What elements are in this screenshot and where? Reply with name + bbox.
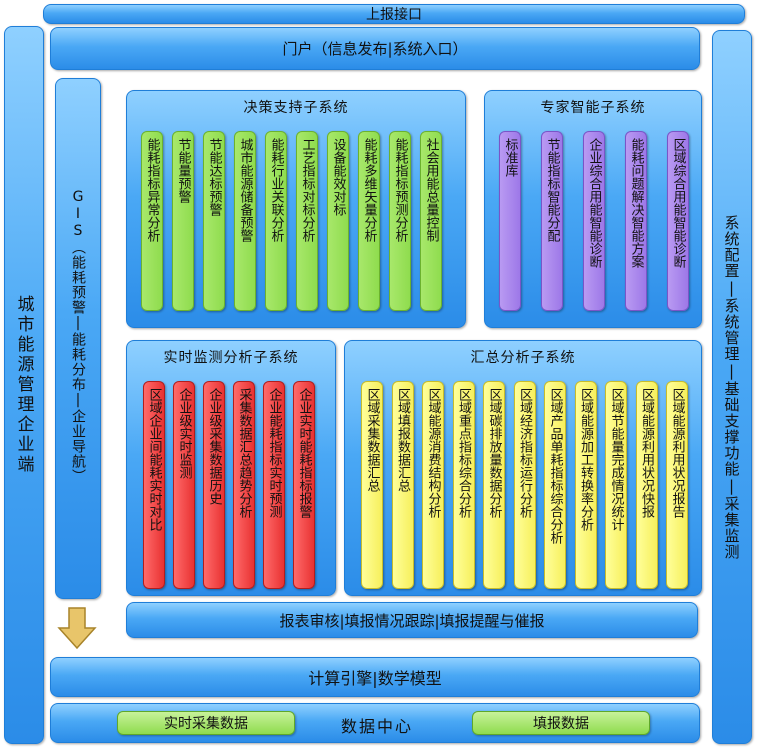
data-center-bar: 实时采集数据 数据中心 填报数据 — [50, 703, 700, 743]
expert-system-panel: 专家智能子系统 标准库 节能指标智能分配 企业综合用能智能诊断 能耗问题解决智能方案 区… — [484, 90, 702, 328]
decision-item[interactable]: 能耗指标预测分析 — [389, 131, 411, 311]
realtime-data-button[interactable]: 实时采集数据 — [117, 711, 295, 735]
upload-interface-bar[interactable]: 上报接口 — [43, 4, 745, 24]
summary-item[interactable]: 区域碳排放量数据分析 — [483, 381, 505, 589]
summary-item[interactable]: 区域节能量完成情况统计 — [605, 381, 627, 589]
summary-item-label: 区域能源利用状况报告 — [669, 388, 685, 518]
expert-item-label: 能耗问题解决智能方案 — [628, 138, 644, 268]
decision-item-label: 设备能效对标 — [330, 138, 346, 216]
decision-item-label: 能耗行业关联分析 — [268, 138, 284, 242]
fill-data-button[interactable]: 填报数据 — [472, 711, 650, 735]
decision-item-label: 工艺指标对标分析 — [299, 138, 315, 242]
compute-engine-bar[interactable]: 计算引擎|数学模型 — [50, 657, 700, 697]
realtime-item[interactable]: 区域企业间能耗实时对比 — [143, 381, 165, 589]
left-enterprise-panel[interactable]: 城市能源管理企业端 — [4, 26, 44, 744]
decision-item[interactable]: 节能达标预警 — [203, 131, 225, 311]
expert-item-label: 区域综合用能智能诊断 — [670, 138, 686, 268]
decision-item[interactable]: 能耗多维矢量分析 — [358, 131, 380, 311]
decision-item[interactable]: 节能量预警 — [172, 131, 194, 311]
report-review-bar[interactable]: 报表审核|填报情况跟踪|填报提醒与催报 — [126, 602, 698, 638]
realtime-item-label: 企业能耗指标实时预测 — [266, 388, 282, 518]
gis-label: GIS（能耗预警|能耗分布|企业导航） — [70, 189, 86, 484]
realtime-item-label: 采集数据汇总趋势分析 — [236, 388, 252, 518]
realtime-item-label: 区域企业间能耗实时对比 — [146, 388, 162, 531]
down-arrow-icon — [57, 607, 97, 650]
realtime-monitor-title: 实时监测分析子系统 — [163, 350, 299, 366]
portal-bar[interactable]: 门户（信息发布|系统入口） — [50, 27, 700, 70]
realtime-item-label: 企业级实时监测 — [176, 388, 192, 479]
decision-support-panel: 决策支持子系统 能耗指标异常分析节能量预警节能达标预警城市能源储备预警能耗行业关… — [126, 90, 466, 328]
decision-item-label: 能耗指标异常分析 — [144, 138, 160, 242]
summary-item[interactable]: 区域能源消费结构分析 — [422, 381, 444, 589]
realtime-item[interactable]: 企业实时能耗指标报警 — [293, 381, 315, 589]
summary-item-label: 区域填报数据汇总 — [395, 388, 410, 492]
summary-item-label: 区域节能量完成情况统计 — [608, 388, 624, 531]
realtime-item-label: 企业实时能耗指标报警 — [296, 388, 312, 518]
expert-item-label: 标准库 — [502, 138, 518, 177]
expert-item[interactable]: 企业综合用能智能诊断 — [583, 131, 605, 311]
summary-analysis-title: 汇总分析子系统 — [470, 350, 576, 366]
left-enterprise-label: 城市能源管理企业端 — [13, 295, 34, 475]
summary-item[interactable]: 区域重点指标综合分析 — [452, 381, 475, 589]
realtime-item-label: 企业级采集数据历史 — [206, 388, 222, 505]
decision-item-label: 能耗多维矢量分析 — [361, 138, 377, 242]
decision-item-label: 能耗指标预测分析 — [392, 138, 408, 242]
summary-item-label: 区域能源消费结构分析 — [425, 388, 441, 518]
expert-item[interactable]: 标准库 — [499, 131, 521, 311]
summary-item[interactable]: 区域能源利用状况快报 — [635, 381, 658, 589]
summary-item[interactable]: 区域采集数据汇总 — [361, 381, 383, 589]
expert-item-label: 企业综合用能智能诊断 — [586, 138, 602, 268]
decision-item-label: 城市能源储备预警 — [237, 138, 253, 242]
upload-interface-label: 上报接口 — [366, 7, 422, 23]
expert-system-title: 专家智能子系统 — [540, 100, 646, 116]
expert-item[interactable]: 能耗问题解决智能方案 — [625, 131, 647, 311]
right-system-panel[interactable]: 系统配置|系统管理|基础支撑功能|采集监测 — [712, 30, 752, 744]
realtime-data-label: 实时采集数据 — [164, 716, 248, 732]
data-center-label: 数据中心 — [340, 717, 413, 736]
summary-item[interactable]: 区域填报数据汇总 — [391, 381, 414, 589]
expert-item[interactable]: 区域综合用能智能诊断 — [667, 131, 689, 311]
portal-label: 门户（信息发布|系统入口） — [282, 40, 468, 58]
summary-item-label: 区域碳排放量数据分析 — [486, 388, 502, 518]
realtime-item[interactable]: 企业级采集数据历史 — [203, 381, 225, 589]
decision-item[interactable]: 工艺指标对标分析 — [296, 131, 318, 311]
realtime-item[interactable]: 采集数据汇总趋势分析 — [233, 381, 255, 589]
summary-item-label: 区域采集数据汇总 — [364, 388, 380, 492]
compute-engine-label: 计算引擎|数学模型 — [308, 669, 442, 688]
summary-item[interactable]: 区域经济指标运行分析 — [513, 381, 536, 589]
summary-item-label: 区域经济指标运行分析 — [517, 388, 532, 518]
realtime-monitor-panel: 实时监测分析子系统 区域企业间能耗实时对比企业级实时监测企业级采集数据历史采集数… — [126, 340, 336, 596]
summary-item-label: 区域能源利用状况快报 — [639, 388, 654, 518]
report-review-label: 报表审核|填报情况跟踪|填报提醒与催报 — [279, 611, 545, 630]
realtime-item[interactable]: 企业能耗指标实时预测 — [263, 381, 285, 589]
decision-item-label: 社会用能总量控制 — [423, 138, 439, 242]
decision-support-title: 决策支持子系统 — [243, 100, 349, 116]
summary-item[interactable]: 区域能源利用状况报告 — [666, 381, 688, 589]
expert-item[interactable]: 节能指标智能分配 — [541, 131, 563, 311]
expert-item-label: 节能指标智能分配 — [544, 138, 560, 242]
right-system-label: 系统配置|系统管理|基础支撑功能|采集监测 — [722, 214, 741, 560]
decision-item[interactable]: 设备能效对标 — [327, 131, 349, 311]
fill-data-label: 填报数据 — [533, 716, 589, 732]
summary-item-label: 区域能源加工转换率分析 — [578, 388, 593, 531]
decision-item-label: 节能达标预警 — [206, 138, 222, 216]
decision-item[interactable]: 城市能源储备预警 — [234, 131, 256, 311]
decision-item[interactable]: 社会用能总量控制 — [420, 131, 442, 311]
summary-item-label: 区域产品单耗指标综合分析 — [547, 388, 563, 544]
realtime-item[interactable]: 企业级实时监测 — [173, 381, 195, 589]
summary-item[interactable]: 区域产品单耗指标综合分析 — [544, 381, 566, 589]
summary-item-label: 区域重点指标综合分析 — [456, 388, 471, 518]
decision-item[interactable]: 能耗指标异常分析 — [141, 131, 163, 311]
decision-item-label: 节能量预警 — [175, 138, 191, 203]
summary-item[interactable]: 区域能源加工转换率分析 — [574, 381, 597, 589]
decision-item[interactable]: 能耗行业关联分析 — [265, 131, 287, 311]
gis-panel[interactable]: GIS（能耗预警|能耗分布|企业导航） — [55, 78, 101, 599]
summary-analysis-panel: 汇总分析子系统 区域采集数据汇总区域填报数据汇总区域能源消费结构分析区域重点指标… — [344, 340, 702, 596]
